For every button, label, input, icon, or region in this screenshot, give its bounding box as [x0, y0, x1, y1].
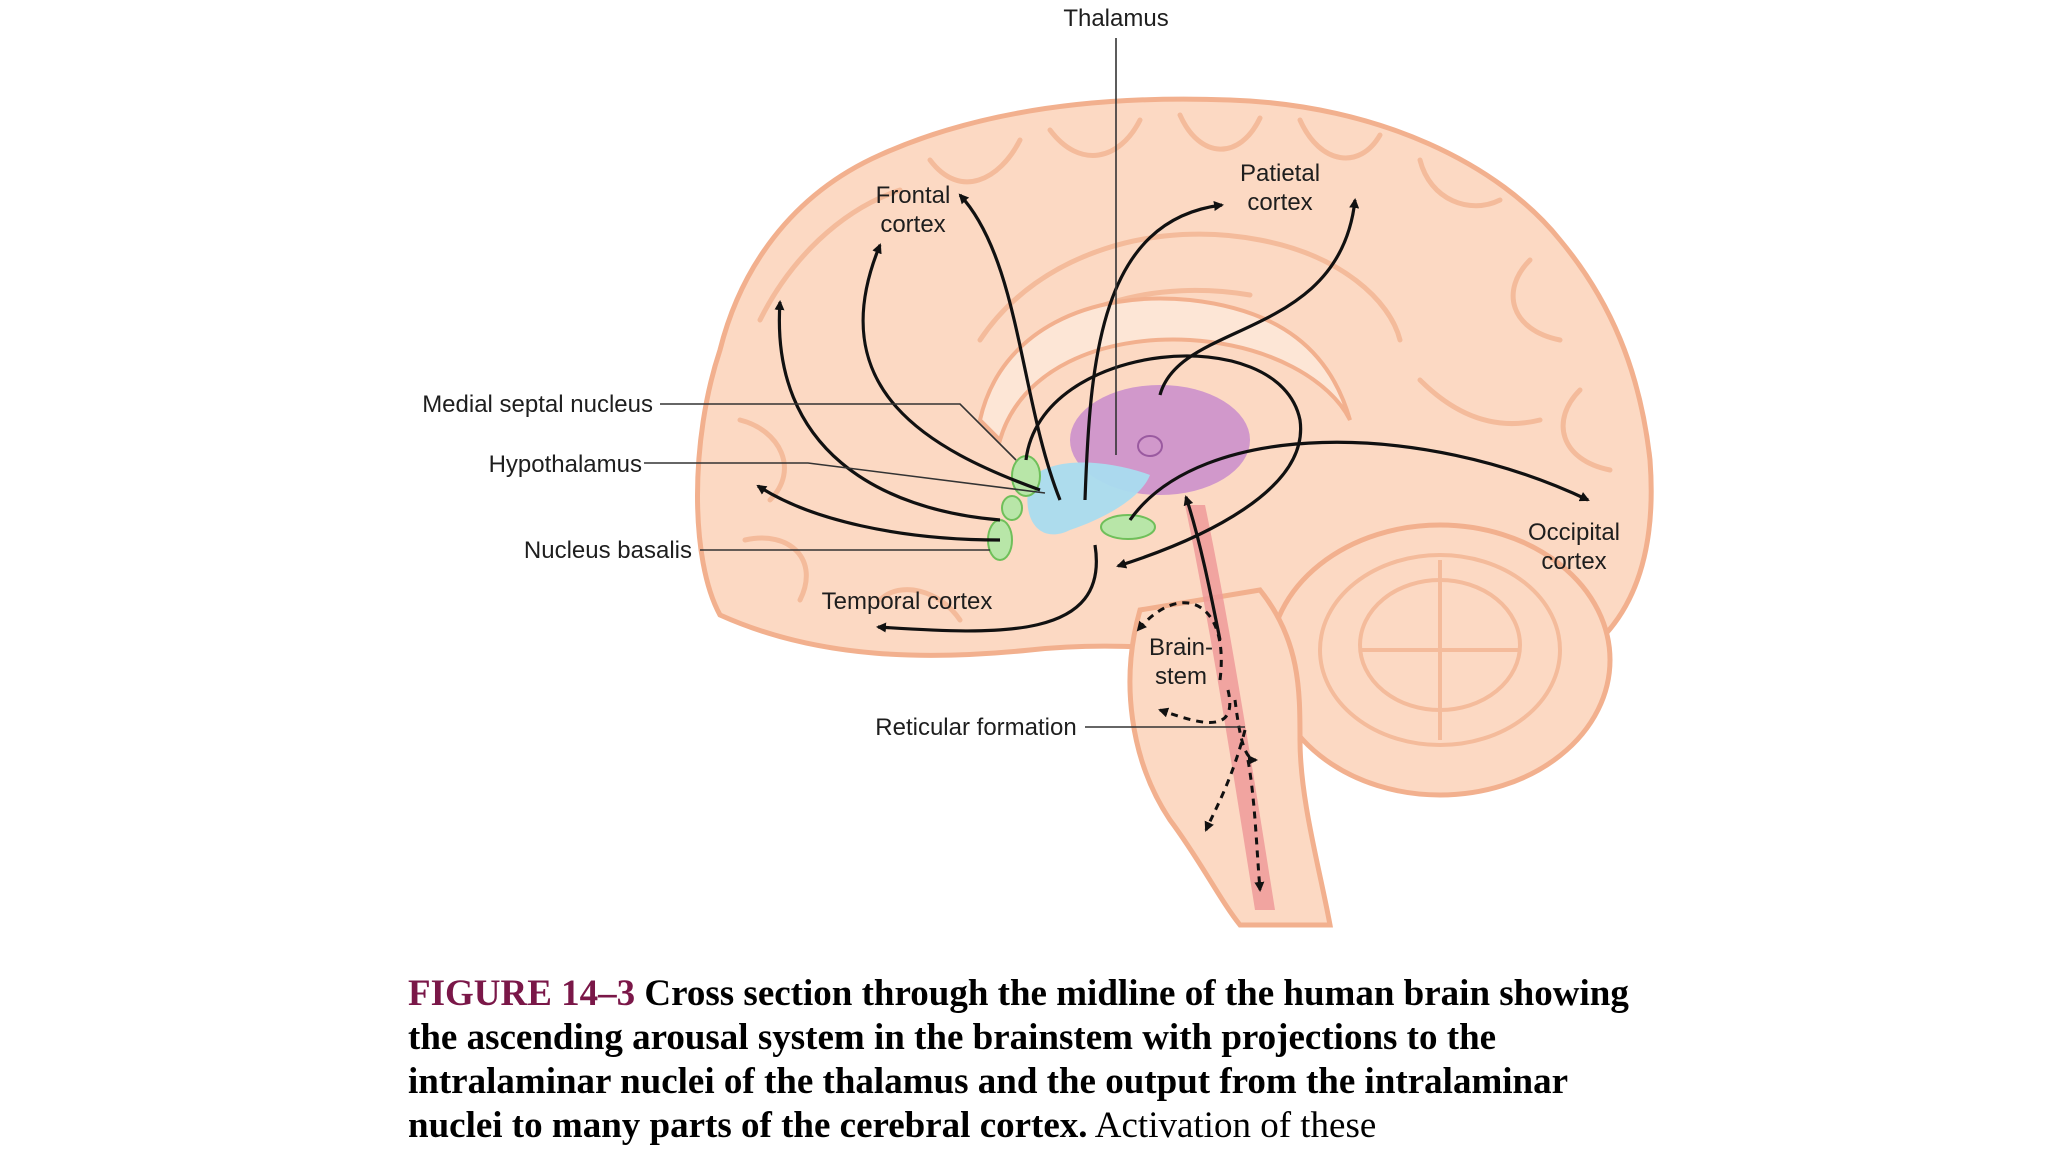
label-nucleus-basalis: Nucleus basalis — [524, 537, 692, 564]
caption-plain-text: Activation of these — [1094, 1105, 1377, 1146]
label-occipital-cortex-line2: cortex — [1541, 548, 1606, 575]
label-medial-septal-nucleus: Medial septal nucleus — [422, 391, 653, 418]
figure-caption: FIGURE 14–3 Cross section through the mi… — [408, 972, 1668, 1148]
caption-bold-text: Cross section through the midline of the… — [408, 973, 1629, 1146]
label-frontal-cortex-line1: Frontal — [876, 182, 951, 209]
hypothalamus-region — [1027, 462, 1150, 535]
label-thalamus: Thalamus — [1063, 5, 1168, 32]
label-brainstem-line1: Brain- — [1149, 634, 1213, 661]
arrow-thalamic-loop — [1024, 354, 1303, 569]
label-parietal-cortex-line1: Patietal — [1240, 160, 1320, 187]
label-reticular-formation: Reticular formation — [875, 714, 1076, 741]
brainstem — [1127, 587, 1333, 928]
brainstem-dashed-arrows — [1136, 601, 1265, 892]
thalamus-nucleus — [1137, 435, 1163, 457]
label-temporal-cortex: Temporal cortex — [822, 588, 993, 615]
arrow-parietal — [1083, 201, 1224, 501]
label-brainstem-line2: stem — [1155, 663, 1207, 690]
label-occipital-cortex-line1: Occipital — [1528, 519, 1620, 546]
arrow-frontal-pole — [774, 300, 1001, 522]
label-parietal-cortex-line2: cortex — [1247, 189, 1312, 216]
brain-midline-diagram: Thalamus Frontal cortex Patietal cortex … — [422, 5, 1654, 928]
arrow-parietal-2 — [1158, 198, 1360, 396]
projection-arrows — [756, 193, 1590, 641]
label-frontal-cortex-line2: cortex — [880, 211, 945, 238]
arrow-frontal-2 — [861, 243, 1041, 492]
arrow-reticular-up — [1183, 495, 1222, 641]
figure-number: FIGURE 14–3 — [408, 973, 636, 1014]
label-hypothalamus: Hypothalamus — [489, 451, 642, 478]
basal-forebrain-nuclei — [987, 455, 1156, 561]
arrow-frontal-inferior — [756, 484, 1001, 542]
cerebellum-folia — [1318, 553, 1562, 747]
arrow-temporal — [876, 544, 1098, 633]
leader-lines — [644, 38, 1245, 728]
arrow-frontal — [958, 193, 1062, 501]
arrow-occipital — [1128, 440, 1590, 521]
